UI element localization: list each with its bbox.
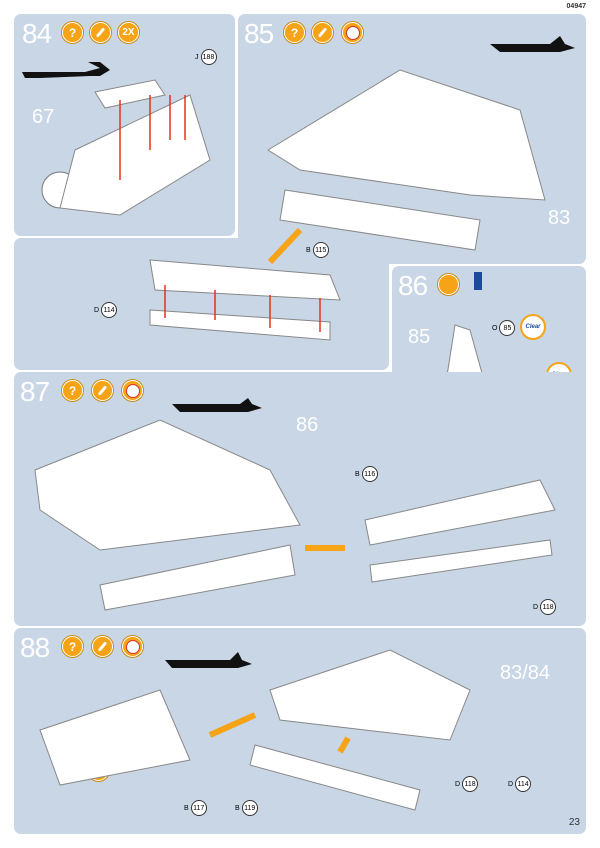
doc-code: 04947 (566, 3, 586, 10)
part-label-86: 86 (296, 414, 319, 436)
clock-icon (342, 22, 363, 43)
part-label-67: 67 (32, 106, 55, 128)
question-icon: ? (62, 380, 83, 401)
page-number: 23 (568, 817, 580, 828)
step-85-panel-lower (14, 238, 389, 370)
part-label-83-84: 83/84 (500, 662, 551, 684)
step-number: 88 (20, 632, 50, 663)
part-label-85: 85 (408, 326, 431, 348)
brush-icon (92, 380, 113, 401)
brush-icon (90, 22, 111, 43)
brush-icon (92, 636, 113, 657)
question-icon: ? (284, 22, 305, 43)
step-number: 85 (244, 18, 274, 49)
glue-icon (438, 274, 459, 295)
clock-icon (122, 636, 143, 657)
step-number: 87 (20, 376, 50, 407)
step-number: 84 (22, 18, 52, 49)
step-number: 86 (398, 270, 428, 301)
brush-icon (312, 22, 333, 43)
clock-icon (122, 380, 143, 401)
two-x-badge: 2X (118, 22, 139, 43)
question-icon: ? (62, 636, 83, 657)
clear-paint-badge: Clear (520, 314, 546, 340)
question-icon: ? (62, 22, 83, 43)
part-label-83: 83 (548, 207, 571, 229)
